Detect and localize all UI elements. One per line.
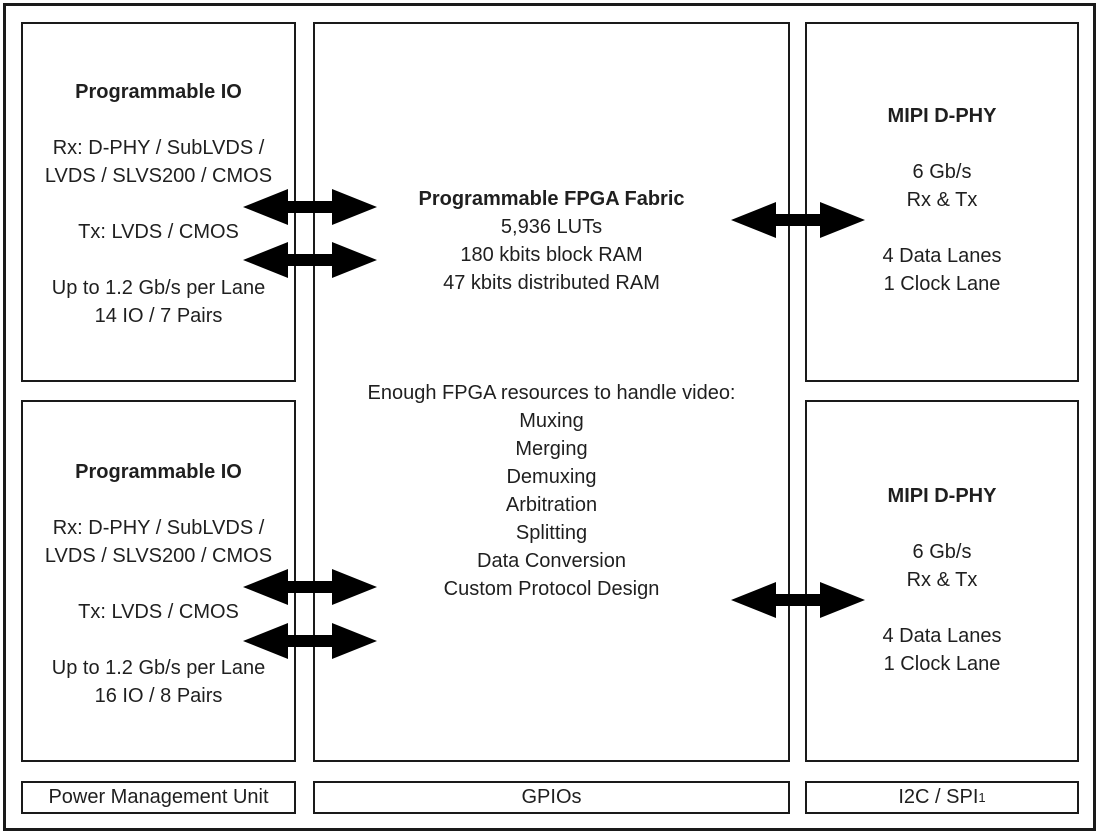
box-title: Programmable IO: [75, 461, 242, 483]
programmable-io-bottom-box: Programmable IO Rx: D-PHY / SubLVDS / LV…: [21, 400, 296, 762]
clock-lane-line: 1 Clock Lane: [883, 653, 1001, 675]
bidirectional-arrow-icon: [243, 189, 377, 225]
rx-tx-line: Rx & Tx: [906, 569, 978, 591]
rx-tx-line: Rx & Tx: [906, 189, 978, 211]
fpga-resources-text: Enough FPGA resources to handle video: M…: [315, 379, 788, 603]
speed-line: Up to 1.2 Gb/s per Lane: [51, 657, 266, 679]
box-title: Programmable FPGA Fabric: [418, 188, 685, 210]
blank-line: [807, 510, 1077, 538]
resource-item: Muxing: [519, 410, 584, 432]
box-title: MIPI D-PHY: [887, 105, 997, 127]
bidirectional-arrow-icon: [243, 242, 377, 278]
rx-standards-line-2: LVDS / SLVS200 / CMOS: [44, 545, 273, 567]
mipi-dphy-top-text: MIPI D-PHY 6 Gb/s Rx & Tx 4 Data Lanes 1…: [807, 102, 1077, 298]
gpios-strip: GPIOs: [313, 781, 790, 814]
programmable-io-bottom-text: Programmable IO Rx: D-PHY / SubLVDS / LV…: [23, 458, 294, 710]
bidirectional-arrow-icon: [731, 202, 865, 238]
resources-heading: Enough FPGA resources to handle video:: [367, 382, 736, 404]
strip-label: I2C / SPI: [898, 786, 979, 808]
mipi-dphy-bottom-box: MIPI D-PHY 6 Gb/s Rx & Tx 4 Data Lanes 1…: [805, 400, 1079, 762]
distributed-ram-line: 47 kbits distributed RAM: [443, 272, 660, 294]
clock-lane-line: 1 Clock Lane: [883, 273, 1001, 295]
rx-standards-line-2: LVDS / SLVS200 / CMOS: [44, 165, 273, 187]
strip-label: GPIOs: [521, 786, 582, 808]
resource-item: Arbitration: [505, 494, 598, 516]
speed-line: 6 Gb/s: [912, 161, 972, 183]
resource-item: Data Conversion: [477, 550, 626, 572]
data-lanes-line: 4 Data Lanes: [882, 625, 1002, 647]
fpga-fabric-specs-text: Programmable FPGA Fabric 5,936 LUTs 180 …: [315, 185, 788, 297]
blank-line: [807, 130, 1077, 158]
blank-line: [23, 106, 294, 134]
programmable-io-top-text: Programmable IO Rx: D-PHY / SubLVDS / LV…: [23, 78, 294, 330]
block-ram-line: 180 kbits block RAM: [460, 244, 643, 266]
luts-line: 5,936 LUTs: [500, 216, 603, 238]
blank-line: [23, 486, 294, 514]
bidirectional-arrow-icon: [243, 623, 377, 659]
mipi-dphy-top-box: MIPI D-PHY 6 Gb/s Rx & Tx 4 Data Lanes 1…: [805, 22, 1079, 382]
mipi-dphy-bottom-text: MIPI D-PHY 6 Gb/s Rx & Tx 4 Data Lanes 1…: [807, 482, 1077, 678]
chip-outline: [3, 3, 1096, 831]
resource-item: Merging: [515, 438, 588, 460]
tx-standards-line: Tx: LVDS / CMOS: [78, 601, 239, 623]
bidirectional-arrow-icon: [243, 569, 377, 605]
resource-item: Demuxing: [506, 466, 597, 488]
box-title: Programmable IO: [75, 81, 242, 103]
speed-line: Up to 1.2 Gb/s per Lane: [51, 277, 266, 299]
rx-standards-line: Rx: D-PHY / SubLVDS /: [52, 517, 265, 539]
data-lanes-line: 4 Data Lanes: [882, 245, 1002, 267]
programmable-io-top-box: Programmable IO Rx: D-PHY / SubLVDS / LV…: [21, 22, 296, 382]
strip-label: Power Management Unit: [48, 786, 269, 808]
resource-item: Custom Protocol Design: [443, 578, 660, 600]
box-title: MIPI D-PHY: [887, 485, 997, 507]
fpga-fabric-box: Programmable FPGA Fabric 5,936 LUTs 180 …: [313, 22, 790, 762]
resource-item: Splitting: [515, 522, 588, 544]
bidirectional-arrow-icon: [731, 582, 865, 618]
speed-line: 6 Gb/s: [912, 541, 972, 563]
io-pairs-line: 14 IO / 7 Pairs: [94, 305, 223, 327]
io-pairs-line: 16 IO / 8 Pairs: [94, 685, 223, 707]
power-management-unit-strip: Power Management Unit: [21, 781, 296, 814]
rx-standards-line: Rx: D-PHY / SubLVDS /: [52, 137, 265, 159]
tx-standards-line: Tx: LVDS / CMOS: [78, 221, 239, 243]
